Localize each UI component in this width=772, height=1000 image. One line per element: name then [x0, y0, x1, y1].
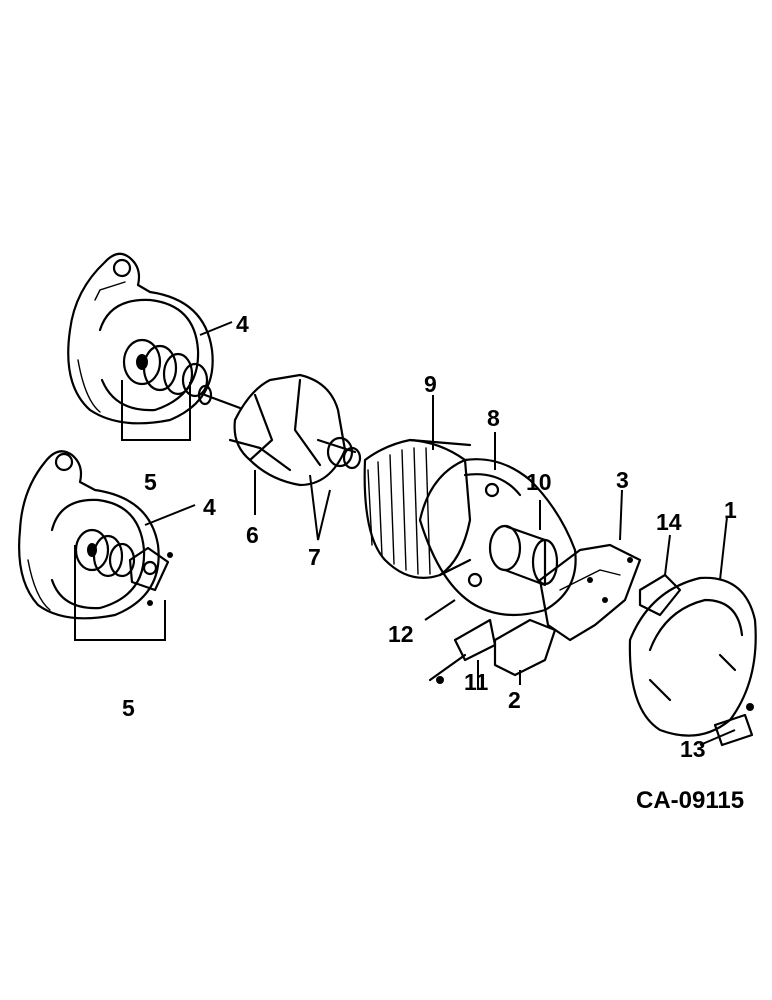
- regulator: [638, 573, 682, 617]
- callout-10: 10: [526, 469, 552, 495]
- terminal-stud: [713, 703, 754, 747]
- capacitor: [488, 524, 559, 587]
- callout-3: 3: [616, 467, 629, 493]
- rotor-assembly: [197, 373, 362, 487]
- brush-holder: [493, 618, 557, 677]
- callout-6: 6: [246, 522, 259, 548]
- callout-7: 7: [308, 544, 321, 570]
- rectifier-assembly: [538, 543, 642, 642]
- slip-ring-end-frame: [418, 458, 577, 617]
- callout-11: 11: [464, 669, 489, 695]
- callout-8: 8: [487, 405, 500, 431]
- leader-lines: [74, 321, 736, 746]
- diode-trio: [428, 618, 497, 684]
- callout-1: 1: [724, 497, 737, 523]
- callout-5-upper: 5: [144, 469, 157, 495]
- drive-end-frame-lower: [18, 450, 160, 620]
- callout-14: 14: [656, 509, 682, 535]
- callout-12: 12: [388, 621, 414, 647]
- stator-assembly: [363, 438, 472, 579]
- callout-4-upper: 4: [236, 311, 249, 337]
- drive-end-frame-upper: [67, 252, 214, 425]
- figure-id: CA-09115: [636, 787, 744, 814]
- callout-4-lower: 4: [203, 494, 216, 520]
- bearing-lower: [74, 528, 173, 606]
- end-cover: [628, 576, 757, 737]
- callout-5-lower: 5: [122, 695, 135, 721]
- callout-2: 2: [508, 687, 521, 713]
- bearing-upper: [122, 338, 209, 398]
- callout-9: 9: [424, 371, 437, 397]
- callout-13: 13: [680, 736, 706, 762]
